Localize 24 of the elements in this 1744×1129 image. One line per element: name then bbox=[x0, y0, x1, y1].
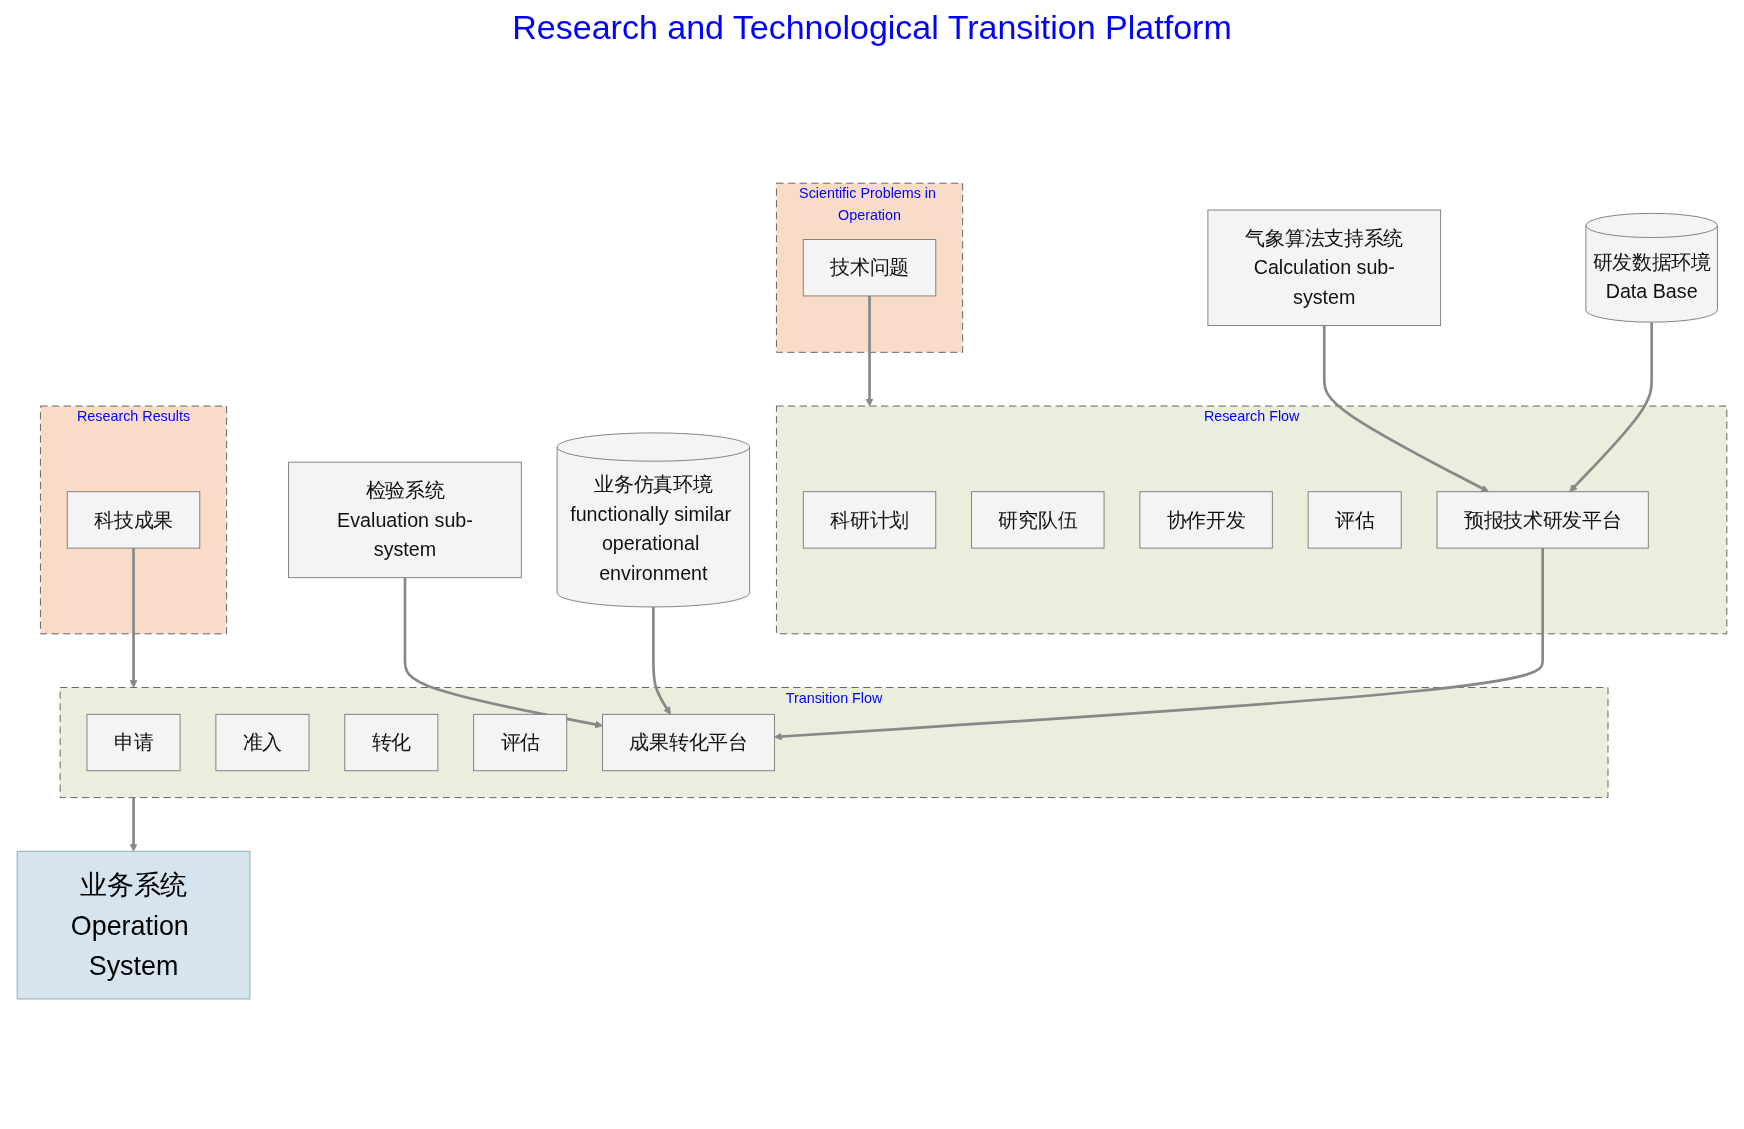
arrow bbox=[1569, 322, 1653, 493]
node-box: 业务系统 Operation System bbox=[16, 851, 251, 1000]
arrow bbox=[865, 296, 874, 407]
node-box: 预报技术研发平台 bbox=[1436, 491, 1649, 549]
arrow bbox=[129, 798, 138, 853]
arrow bbox=[129, 548, 138, 689]
node-box: 科技成果 bbox=[66, 491, 201, 549]
node-box: 气象算法支持系统 Calculation sub-system bbox=[1207, 210, 1442, 327]
node-box: 科研计划 bbox=[802, 491, 937, 549]
node-box: 评估 bbox=[473, 714, 568, 772]
arrow bbox=[1322, 325, 1489, 493]
node-box: 准入 bbox=[215, 714, 310, 772]
node-box: 成果转化平台 bbox=[602, 714, 775, 772]
arrow bbox=[774, 548, 1544, 741]
node-box: 检验系统 Evaluation sub-system bbox=[288, 462, 522, 579]
diagram-label: Research and Technological Transition Platform bbox=[512, 8, 1232, 47]
arrow bbox=[652, 607, 671, 716]
arrow bbox=[403, 578, 603, 729]
node-box: 申请 bbox=[86, 714, 181, 772]
node-box: 技术问题 bbox=[802, 239, 937, 297]
node-box: 评估 bbox=[1307, 491, 1402, 549]
node-box: 协作开发 bbox=[1139, 491, 1273, 549]
node-box: 研究队伍 bbox=[971, 491, 1105, 549]
node-box: 转化 bbox=[344, 714, 439, 772]
